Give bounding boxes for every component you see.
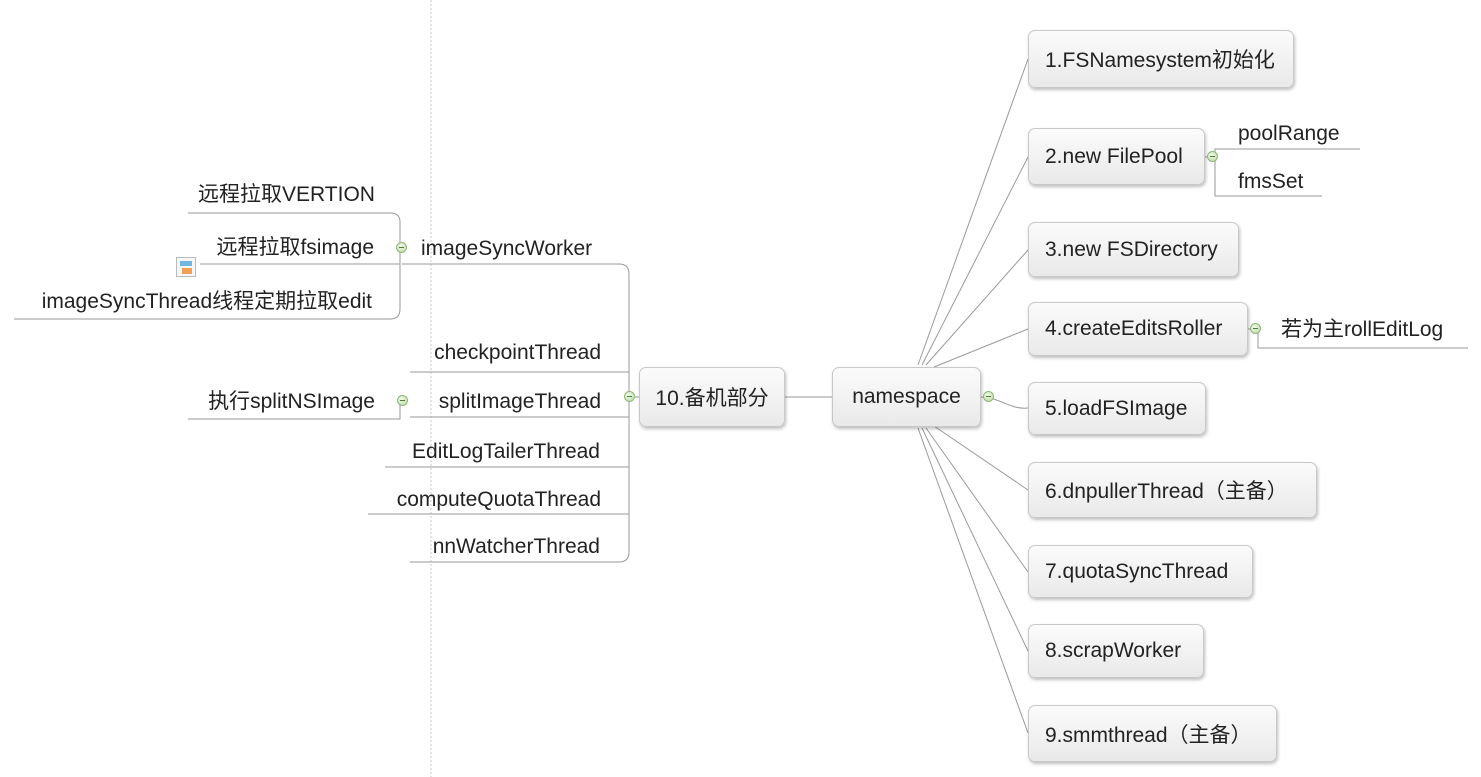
- step-label: 6.dnpullerThread（主备）: [1045, 480, 1288, 503]
- standby-node-label: 10.备机部分: [655, 387, 769, 410]
- step-node-3[interactable]: 3.new FSDirectory: [1028, 222, 1239, 277]
- thread-item[interactable]: EditLogTailerThread: [412, 440, 600, 463]
- thread-item[interactable]: splitImageThread: [438, 390, 601, 413]
- step-node-1[interactable]: 1.FSNamesystem初始化: [1028, 30, 1294, 88]
- connector: [917, 427, 1029, 734]
- collapse-toggle-icon[interactable]: [983, 391, 994, 402]
- step-label: 5.loadFSImage: [1045, 396, 1188, 420]
- step-node-6[interactable]: 6.dnpullerThread（主备）: [1028, 462, 1317, 518]
- thread-item[interactable]: imageSyncWorker: [421, 237, 593, 260]
- connector: [1214, 157, 1322, 197]
- center-node[interactable]: namespace: [832, 367, 981, 427]
- connector: [410, 397, 630, 563]
- connector: [14, 248, 401, 320]
- connector: [917, 58, 1029, 366]
- connector: [921, 156, 1029, 366]
- sub-item: 若为主rollEditLog: [1281, 318, 1444, 341]
- collapse-toggle-icon[interactable]: [624, 391, 635, 402]
- step-label: 9.smmthread（主备）: [1045, 723, 1252, 747]
- connector: [1205, 148, 1360, 158]
- collapse-toggle-icon[interactable]: [397, 395, 408, 406]
- collapse-toggle-icon[interactable]: [1250, 323, 1261, 334]
- step-label: 3.new FSDirectory: [1045, 237, 1218, 261]
- connector: [925, 249, 1029, 366]
- thread-item[interactable]: checkpointThread: [434, 341, 601, 364]
- connector: [188, 212, 401, 248]
- connector: [921, 427, 1029, 652]
- collapse-toggle-icon[interactable]: [396, 242, 407, 253]
- step-node-5[interactable]: 5.loadFSImage: [1028, 382, 1206, 435]
- step-node-8[interactable]: 8.scrapWorker: [1028, 624, 1204, 678]
- connector: [410, 371, 630, 397]
- thread-item[interactable]: computeQuotaThread: [396, 488, 601, 511]
- sub-item: poolRange: [1238, 122, 1340, 145]
- connector: [933, 425, 1029, 491]
- step-label: 8.scrapWorker: [1045, 639, 1182, 662]
- step-label: 7.quotaSyncThread: [1045, 559, 1229, 583]
- connector: [402, 263, 630, 397]
- sub-item: imageSyncThread线程定期拉取edit: [41, 290, 372, 313]
- sub-item: 执行splitNSImage: [208, 390, 375, 413]
- step-node-4[interactable]: 4.createEditsRoller: [1028, 302, 1248, 356]
- thread-item[interactable]: nnWatcherThread: [432, 535, 600, 558]
- step-label: 1.FSNamesystem初始化: [1045, 49, 1275, 72]
- step-label: 2.new FilePool: [1045, 144, 1183, 168]
- connector: [188, 401, 401, 420]
- sub-item: 远程拉取VERTION: [198, 183, 375, 206]
- step-node-2[interactable]: 2.new FilePool: [1028, 128, 1205, 185]
- center-node-label: namespace: [852, 385, 961, 408]
- connector: [925, 427, 1029, 573]
- step-node-7[interactable]: 7.quotaSyncThread: [1028, 545, 1253, 598]
- step-node-9[interactable]: 9.smmthread（主备）: [1028, 705, 1277, 762]
- standby-node[interactable]: 10.备机部分: [639, 367, 785, 427]
- note-icon[interactable]: [176, 257, 196, 277]
- sub-item: 远程拉取fsimage: [216, 236, 374, 259]
- step-label: 4.createEditsRoller: [1045, 317, 1223, 340]
- sub-item: fmsSet: [1238, 170, 1304, 193]
- collapse-toggle-icon[interactable]: [1207, 151, 1218, 162]
- connector: [933, 328, 1029, 368]
